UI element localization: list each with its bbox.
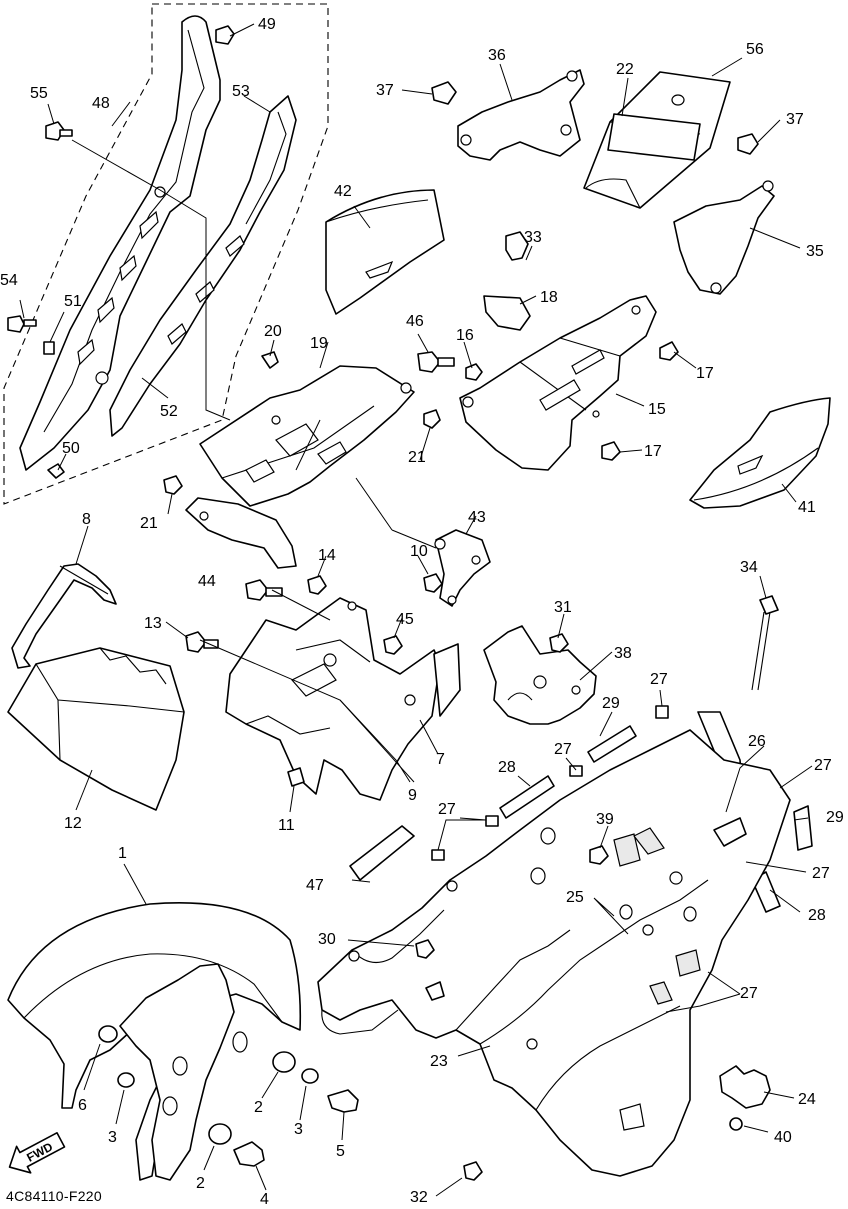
callout-8: 8: [82, 511, 91, 528]
part-38-bracket: [483, 625, 597, 725]
callout-16: 16: [456, 327, 474, 344]
callout-37a: 37: [376, 82, 394, 99]
callout-47: 47: [306, 877, 324, 894]
callout-5: 5: [336, 1143, 345, 1160]
callout-3a: 3: [108, 1129, 117, 1146]
callout-27d: 27: [438, 801, 456, 818]
part-23-inner-fender: [317, 729, 791, 1181]
callout-52: 52: [160, 403, 178, 420]
callout-49: 49: [258, 16, 276, 33]
callout-3b: 3: [294, 1121, 303, 1138]
part-41-cover: [689, 397, 831, 509]
part-15-main-bracket: [459, 295, 657, 471]
fwd-direction-badge: FWD: [8, 1131, 66, 1174]
callout-48: 48: [92, 95, 110, 112]
callout-42: 42: [334, 183, 352, 200]
callout-2b: 2: [196, 1175, 205, 1192]
assembly-outline-48: [3, 3, 329, 505]
fasteners-16-17-46: [417, 341, 679, 461]
callout-45: 45: [396, 611, 414, 628]
callout-17b: 17: [644, 443, 662, 460]
callout-labels: 49 55 48 53 54 51 52 50 37 36 22 56 37 3…: [0, 16, 844, 1208]
callout-26: 26: [748, 733, 766, 750]
callout-7: 7: [436, 751, 445, 768]
part-42-cover: [325, 189, 445, 315]
callout-31: 31: [554, 599, 572, 616]
callout-28b: 28: [808, 907, 826, 924]
part-33-18-clips: [483, 231, 531, 331]
callout-4: 4: [260, 1191, 269, 1208]
part-21-bracket: [163, 475, 297, 569]
callout-55: 55: [30, 85, 48, 102]
callout-27e: 27: [812, 865, 830, 882]
callout-15: 15: [648, 401, 666, 418]
callout-14: 14: [318, 547, 336, 564]
part-7-bracket: [225, 597, 461, 801]
leader-lines: [19, 23, 813, 1197]
callout-54: 54: [0, 272, 18, 289]
callout-34: 34: [740, 559, 758, 576]
fender-hardware: [98, 1025, 359, 1167]
part-43-bracket: [307, 529, 491, 655]
callout-17a: 17: [696, 365, 714, 382]
callout-13: 13: [144, 615, 162, 632]
part-12-box: [7, 647, 185, 811]
callout-41: 41: [798, 499, 816, 516]
fwd-arrow-icon: [8, 1131, 66, 1174]
callout-6: 6: [78, 1097, 87, 1114]
callout-38: 38: [614, 645, 632, 662]
part-34-cable-tie: [751, 595, 779, 691]
callout-51: 51: [64, 293, 82, 310]
callout-30: 30: [318, 931, 336, 948]
callout-32: 32: [410, 1189, 428, 1206]
part-48-side-cover: [19, 15, 221, 471]
callout-11: 11: [278, 817, 295, 834]
callout-24: 24: [798, 1091, 816, 1108]
callout-9: 9: [408, 787, 417, 804]
part-36-bracket: [431, 69, 585, 161]
callout-25: 25: [566, 889, 584, 906]
callout-27c: 27: [554, 741, 572, 758]
callout-35: 35: [806, 243, 824, 260]
callout-53: 53: [232, 83, 250, 100]
callout-50: 50: [62, 440, 80, 457]
callout-29a: 29: [602, 695, 620, 712]
callout-27b: 27: [814, 757, 832, 774]
callout-10: 10: [410, 543, 428, 560]
callout-40: 40: [774, 1129, 792, 1146]
callout-22: 22: [616, 61, 634, 78]
fasteners-49-51-54-55-50: [7, 25, 235, 479]
part-24-plate: [719, 1065, 771, 1109]
part-1-front-fender: [7, 901, 302, 1181]
callout-33: 33: [524, 229, 542, 246]
part-8-stay: [11, 563, 117, 669]
callout-56: 56: [746, 41, 764, 58]
callout-37b: 37: [786, 111, 804, 128]
callout-36: 36: [488, 47, 506, 64]
part-56-22-band: [583, 71, 731, 209]
callout-1: 1: [118, 845, 127, 862]
callout-23: 23: [430, 1053, 448, 1070]
callout-12: 12: [64, 815, 82, 832]
callout-44: 44: [198, 573, 216, 590]
part-19-tray: [199, 351, 441, 507]
callout-46: 46: [406, 313, 424, 330]
bolts-13-44: [185, 579, 283, 653]
callout-21a: 21: [408, 449, 426, 466]
callout-43: 43: [468, 509, 486, 526]
callout-27a: 27: [650, 671, 668, 688]
diagram-reference-code: 4C84110-F220: [6, 1188, 102, 1204]
callout-21b: 21: [140, 515, 158, 532]
callout-28a: 28: [498, 759, 516, 776]
callout-39: 39: [596, 811, 614, 828]
part-53-52-inner-panel: [109, 95, 297, 437]
callout-19: 19: [310, 335, 328, 352]
callout-20: 20: [264, 323, 282, 340]
part-35-bracket: [673, 133, 775, 295]
callout-29b: 29: [826, 809, 844, 826]
callout-2a: 2: [254, 1099, 263, 1116]
callout-18: 18: [540, 289, 558, 306]
callout-27f: 27: [740, 985, 758, 1002]
